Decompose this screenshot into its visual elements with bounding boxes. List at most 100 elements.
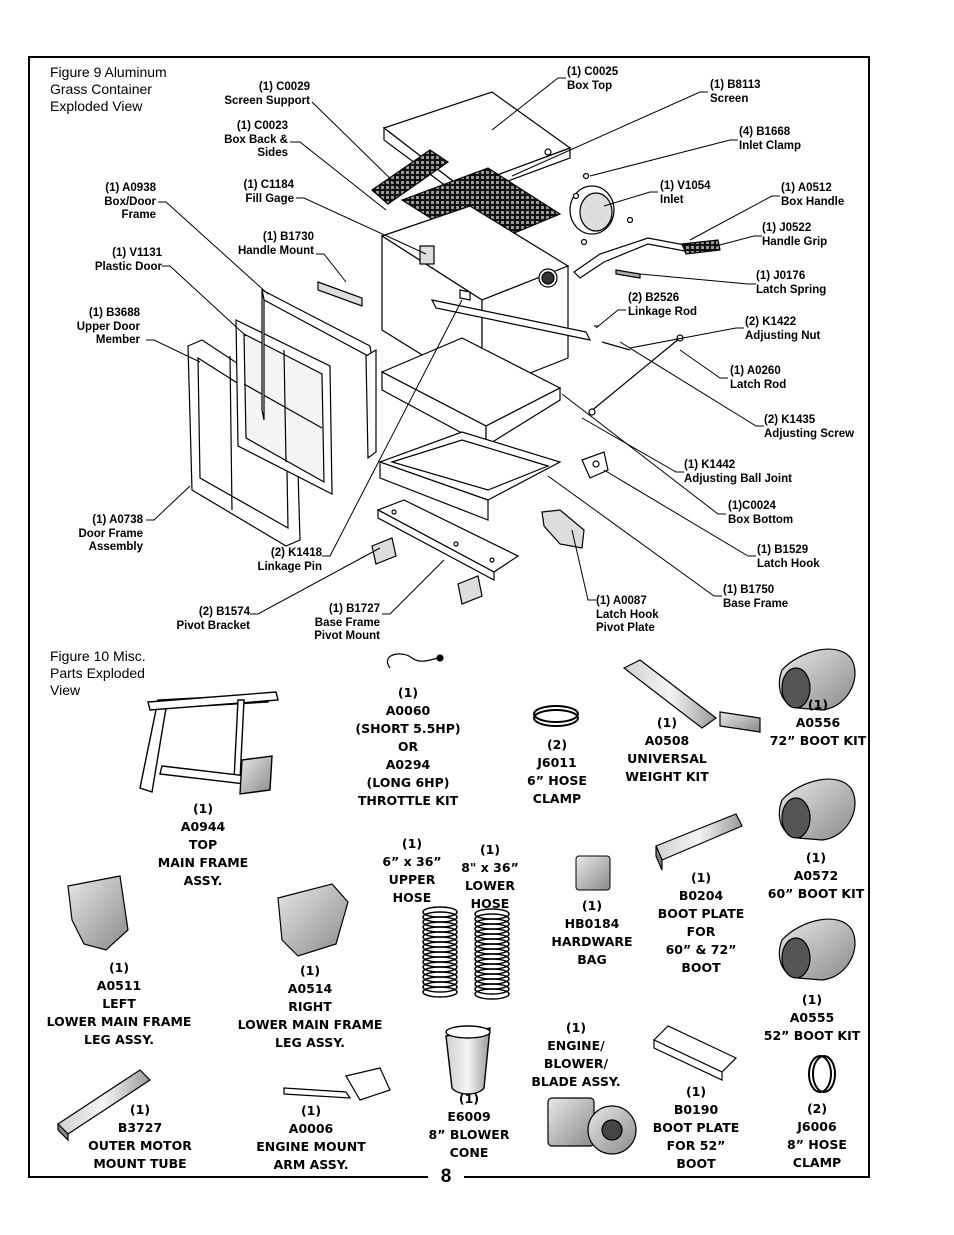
part-label-line: 52” BOOT KIT [763,1028,861,1043]
part-label-line: (1) [299,963,321,978]
part-label-line: THROTTLE KIT [357,793,459,808]
part-label-line: A0555 [789,1010,835,1025]
caption-line: Figure 10 Misc. [50,648,146,664]
callout-line: Base Frame [723,597,789,610]
top-main-frame-drawing [139,691,279,795]
callout-line: (1) A0087 [596,595,647,607]
page-number: 8 [428,1166,464,1188]
callout-line: (1) B1730 [262,231,314,243]
callout-line: (1) B1750 [723,584,775,596]
callout-line: Screen Support [224,94,310,107]
part-label-a0556: (1) A0556 72” BOOT KIT [770,696,866,750]
caption-line: Exploded View [50,98,143,114]
part-label-line: A0556 [795,715,841,730]
part-label-line: (LONG 6HP) [366,775,450,790]
part-label-line: BLADE ASSY. [531,1074,621,1089]
part-label-line: A0060 [385,703,431,718]
part-label-line: HARDWARE [551,934,633,949]
part-label-line: (1) [805,850,827,865]
blower-cone-drawing [445,1025,491,1095]
callout-line: Inlet [660,193,684,206]
part-label-line: A0572 [793,868,839,883]
part-label-line: ENGINE MOUNT [256,1139,366,1154]
part-label-line: (2) [546,737,568,752]
latch-hook [581,451,609,479]
part-label-line: (1) [479,842,501,857]
part-label-line: FOR 52” [666,1138,726,1153]
part-label-line: WEIGHT KIT [625,769,709,784]
part-label-line: (1) [581,898,603,913]
part-label-line: 6” x 36” [382,854,442,869]
callout-line: (1) V1131 [112,247,162,259]
part-label-line: (1) [397,685,419,700]
callout-line: (1) A0260 [730,365,781,377]
callout-line: Sides [257,147,288,159]
callout-line: (1) J0176 [756,270,806,282]
caption-line: View [50,682,81,698]
callout-line: Screen [710,92,749,105]
part-label-line: ENGINE/ [547,1038,605,1053]
part-label-line: (1) [401,836,423,851]
part-label-line: (1) [565,1020,587,1035]
hose-clamp-6-drawing [533,705,579,727]
callout-line: Latch Hook [596,608,659,621]
part-label-line: (SHORT 5.5HP) [355,721,461,736]
part-label-line: (1) [192,801,214,816]
part-label-line: MOUNT TUBE [93,1156,187,1171]
base-frame-pivot-mount [376,499,520,582]
callout-line: Handle Grip [762,235,828,248]
part-label-line: (1) [300,1103,322,1118]
part-label-line: (1) [807,697,829,712]
callout-line: Base Frame [314,616,380,629]
part-label-line: 72” BOOT KIT [769,733,867,748]
callout-line: (2) K1418 [270,547,322,559]
callout-line: Box Back & [224,133,288,146]
hose-coil [422,986,458,998]
part-label-line: (1) [656,715,678,730]
hardware-bag-drawing [575,855,611,891]
callout-line: Handle Mount [237,244,314,257]
callout-line: (2) B2526 [628,292,680,304]
part-label-line: RIGHT [288,999,332,1014]
outer-motor-mount-tube-drawing [57,1069,151,1142]
throttle-kit-drawing [387,653,444,669]
hose-coil [422,981,458,993]
part-label-line: CLAMP [792,1155,842,1170]
screen-support [371,149,450,205]
inlet [569,172,634,246]
callout-line: Fill Gage [245,192,294,205]
figure9-leader-lines [146,77,780,615]
callout-line: Assembly [88,541,143,553]
part-label-line: HOSE [392,890,432,905]
callout-line: Box Top [567,79,613,92]
hose-drawings [422,906,510,1000]
part-label-engine: (1)ENGINE/BLOWER/BLADE ASSY. [531,1019,620,1091]
part-label-line: UNIVERSAL [627,751,707,766]
part-label-line: BOOT PLATE [657,906,745,921]
part-label-line: B0204 [678,888,724,903]
part-label-line: A0294 [385,757,431,772]
part-label-line: B3727 [117,1120,163,1135]
figure10-caption: Figure 10 Misc. Parts Exploded View [50,648,146,699]
lower-leg-drawings [67,875,349,957]
